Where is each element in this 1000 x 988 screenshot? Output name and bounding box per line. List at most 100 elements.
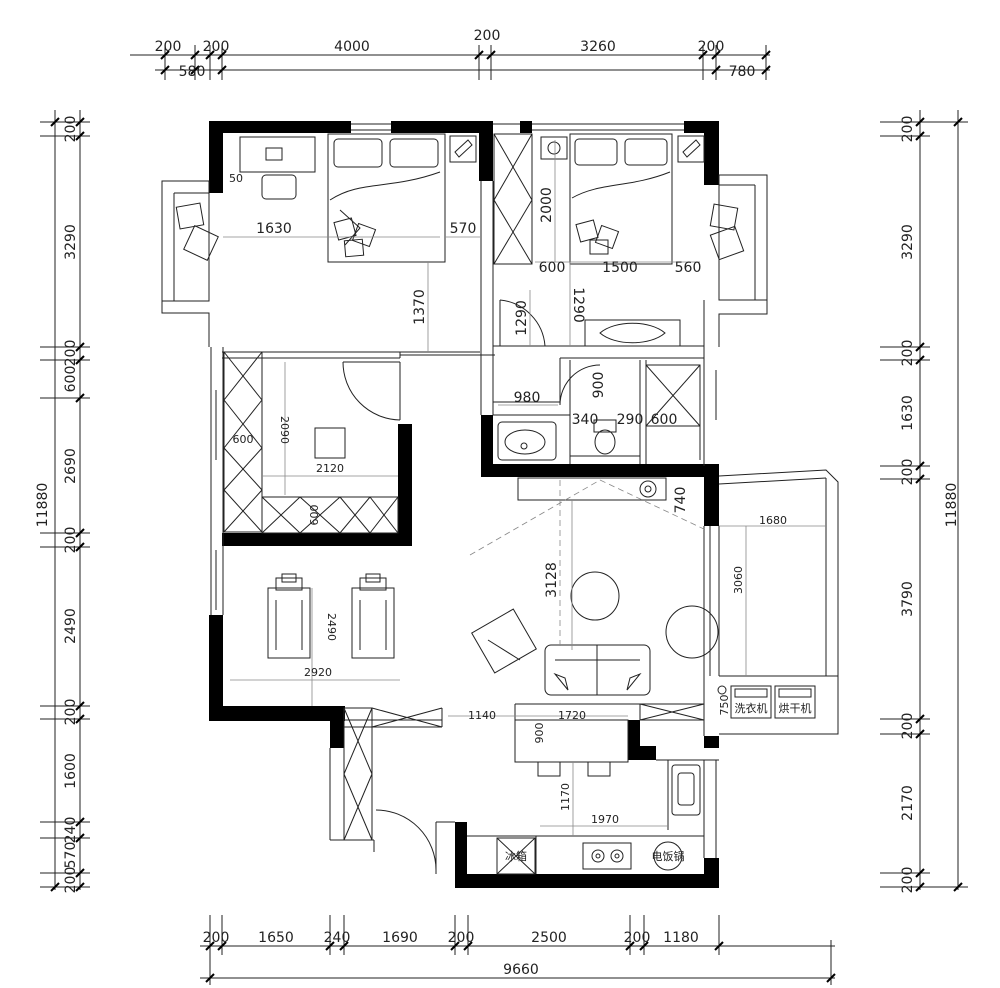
dim-left-1: 200 xyxy=(63,116,79,143)
coffee-table xyxy=(570,571,620,621)
dim-980: 980 xyxy=(514,390,541,406)
dim-50: 50 xyxy=(229,172,243,185)
dim-right-4: 1630 xyxy=(900,395,916,431)
bathtub xyxy=(497,421,557,461)
dim-1290a: 1290 xyxy=(514,300,530,336)
dim-560: 560 xyxy=(675,260,702,276)
dim-2120: 2120 xyxy=(316,462,344,475)
walls xyxy=(209,121,719,888)
dim-top-2: 200 xyxy=(203,39,230,55)
dim-bottom-7: 200 xyxy=(624,930,651,946)
dim-top-3: 4000 xyxy=(334,39,370,55)
dim-1680: 1680 xyxy=(759,514,787,527)
furniture: 洗衣机 烘干机 冰箱 电饭锅 xyxy=(175,133,816,875)
dim-600a: 600 xyxy=(539,260,566,276)
dim-2000: 2000 xyxy=(539,187,555,223)
dim-left-7: 2490 xyxy=(63,608,79,644)
bottom-dimensions: 200 1650 240 1690 200 2500 200 1180 9660 xyxy=(200,915,836,985)
dim-340: 340 xyxy=(572,412,599,428)
dim-left-11: 570 xyxy=(63,842,79,869)
bed-right xyxy=(569,133,673,265)
dining-table xyxy=(514,719,629,763)
dim-600d: 600 xyxy=(308,505,321,526)
dim-570: 570 xyxy=(450,221,477,237)
dim-290: 290 xyxy=(617,412,644,428)
phone-icon xyxy=(677,135,705,163)
washer: 洗衣机 xyxy=(730,685,772,719)
desk-chair xyxy=(261,174,297,200)
dim-right-2: 3290 xyxy=(900,224,916,260)
dim-top-6: 200 xyxy=(698,39,725,55)
dim-left-8: 200 xyxy=(63,699,79,726)
dim-bottom-8: 1180 xyxy=(663,930,699,946)
doors xyxy=(342,299,601,871)
fridge: 冰箱 xyxy=(496,837,536,875)
dim-3128: 3128 xyxy=(544,562,560,598)
dim-1630: 1630 xyxy=(256,221,292,237)
dim-bottom-4: 1690 xyxy=(382,930,418,946)
egg-chair xyxy=(665,605,719,659)
bench xyxy=(584,319,681,347)
dim-top-1: 200 xyxy=(155,39,182,55)
svg-text:洗衣机: 洗衣机 xyxy=(735,701,768,715)
dim-right-7: 200 xyxy=(900,713,916,740)
svg-text:烘干机: 烘干机 xyxy=(779,701,812,715)
dim-900a: 900 xyxy=(591,372,607,399)
dim-right-9: 200 xyxy=(900,867,916,894)
dim-right-1: 200 xyxy=(900,116,916,143)
dim-bottom-1: 200 xyxy=(203,930,230,946)
cooktop xyxy=(582,842,632,870)
phone-icon xyxy=(449,135,477,163)
treadmill-2 xyxy=(351,573,395,659)
dim-bottom-6: 2500 xyxy=(531,930,567,946)
dim-1720: 1720 xyxy=(558,709,586,722)
dim-bottom-2: 1650 xyxy=(258,930,294,946)
dim-900b: 900 xyxy=(533,723,546,744)
dim-bottom-3: 240 xyxy=(324,930,351,946)
desk xyxy=(239,136,316,173)
dim-600b: 600 xyxy=(651,412,678,428)
dim-left-12: 200 xyxy=(63,867,79,894)
dim-right-5: 200 xyxy=(900,459,916,486)
dim-right-8: 2170 xyxy=(900,785,916,821)
room-dimension-labels: 1630 570 50 1370 2000 600 1500 560 1290 … xyxy=(229,172,787,826)
dim-left-5: 2690 xyxy=(63,448,79,484)
dim-1290b: 1290 xyxy=(570,287,586,323)
top-dimensions: 200 200 4000 200 3260 200 580 780 xyxy=(130,28,771,80)
left-dimensions: 11880 200 3290 200 600 2690 200 2490 200… xyxy=(35,110,90,893)
dim-3060: 3060 xyxy=(732,566,745,594)
dim-top-5: 3260 xyxy=(580,39,616,55)
toilet xyxy=(593,419,617,455)
dryer: 烘干机 xyxy=(774,685,816,719)
treadmill-1 xyxy=(267,573,311,659)
balcony-chair-left xyxy=(175,202,219,261)
dim-top-4: 200 xyxy=(474,28,501,44)
tv-cabinet xyxy=(517,477,667,501)
lamp-icon xyxy=(547,141,561,155)
dim-1970: 1970 xyxy=(591,813,619,826)
dim-1170: 1170 xyxy=(559,783,572,811)
dim-left-2: 3290 xyxy=(63,224,79,260)
dim-1140: 1140 xyxy=(468,709,496,722)
dim-740: 740 xyxy=(673,487,689,514)
thin-walls xyxy=(161,123,839,874)
nightstand xyxy=(540,136,568,160)
dim-left-9: 1600 xyxy=(63,753,79,789)
dim-right-6: 3790 xyxy=(900,581,916,617)
dim-left-total: 11880 xyxy=(35,483,51,528)
dim-2490: 2490 xyxy=(325,613,338,641)
dim-left-3: 200 xyxy=(63,340,79,367)
dim-left-6: 200 xyxy=(63,527,79,554)
dim-600c: 600 xyxy=(233,433,254,446)
dim-bottom-5: 200 xyxy=(448,930,475,946)
dim-2920: 2920 xyxy=(304,666,332,679)
internal-dimension-lines xyxy=(223,140,826,836)
dim-1500: 1500 xyxy=(602,260,638,276)
pillows-left xyxy=(333,217,377,258)
dim-bottom-total: 9660 xyxy=(503,962,539,978)
dim-top-580: 580 xyxy=(179,64,206,80)
pillows-right xyxy=(575,219,620,255)
dim-left-4: 600 xyxy=(63,366,79,393)
svg-text:冰箱: 冰箱 xyxy=(505,849,527,863)
rice-cooker: 电饭锅 xyxy=(652,841,685,871)
